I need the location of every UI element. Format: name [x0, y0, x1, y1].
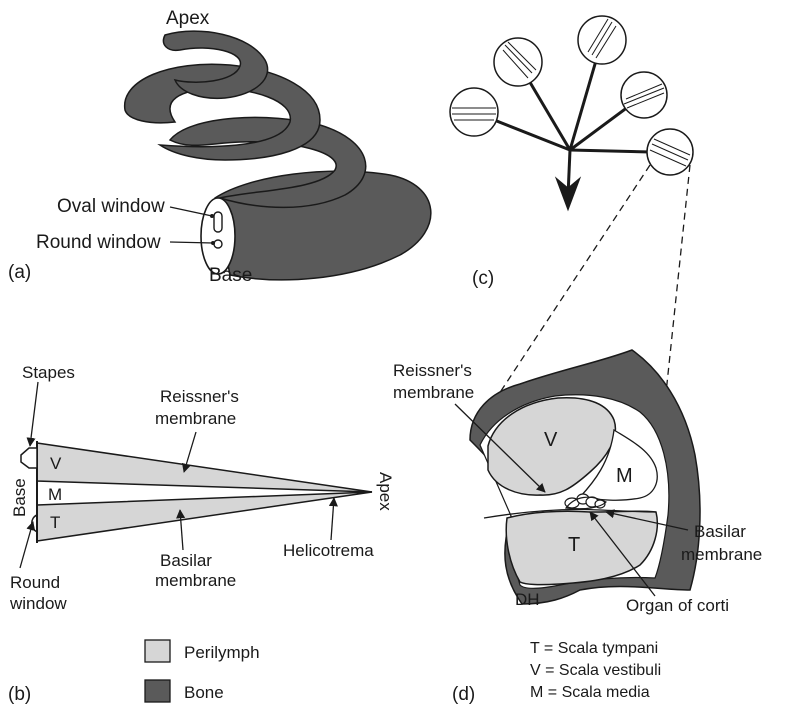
panel-a-oval-window-label: Oval window — [57, 196, 165, 217]
panel-b-basilar-line1: Basilar — [160, 551, 212, 570]
panel-d-t-label: T — [568, 534, 580, 556]
legend-perilymph-swatch — [145, 640, 170, 662]
panel-b-round-line1: Round — [10, 573, 60, 592]
legend-perilymph-label: Perilymph — [184, 643, 260, 662]
panel-b-reissners-line1: Reissner's — [160, 387, 239, 406]
hair-cell-5 — [647, 129, 693, 175]
panel-b-reissners-line2: membrane — [155, 409, 236, 428]
hair-cell-2 — [578, 16, 626, 64]
panel-a-round-window-label: Round window — [36, 232, 161, 253]
projection-dash-right — [664, 165, 690, 412]
panel-b-round-line2: window — [9, 594, 67, 613]
legend-bone-label: Bone — [184, 683, 224, 702]
panel-b-panel-label: (b) — [8, 684, 31, 705]
panel-d-m-label: M — [616, 465, 633, 487]
round-window-circle — [214, 240, 222, 248]
panel-b-helicotrema-label: Helicotrema — [283, 541, 374, 560]
panel-b-m-label: M — [48, 485, 62, 504]
panel-d-dh-label: DH — [515, 590, 540, 609]
round-window-leader-b — [20, 522, 33, 568]
stapes-leader — [30, 382, 38, 446]
round-window-leader-dot — [211, 241, 215, 245]
scala-tympani-wedge — [37, 492, 372, 541]
panel-d-reissners-line1: Reissner's — [393, 361, 472, 380]
panel-b-t-label: T — [50, 513, 60, 532]
fan-stem-5 — [570, 150, 650, 152]
panel-d-basilar-line2: membrane — [681, 545, 762, 564]
legend-bone-swatch — [145, 680, 170, 702]
panel-d-basilar-line1: Basilar — [694, 522, 746, 541]
panel-a-spiral — [125, 31, 431, 280]
panel-d-v-label: V — [544, 429, 558, 451]
spiral-middle-turn — [170, 117, 366, 207]
key-v: V = Scala vestibuli — [530, 662, 661, 679]
helicotrema-leader — [331, 498, 334, 540]
hair-cell-4 — [450, 88, 498, 136]
key-m: M = Scala media — [530, 684, 650, 701]
panel-d-reissners-line2: membrane — [393, 383, 474, 402]
panel-b-basilar-line2: membrane — [155, 571, 236, 590]
key-t: T = Scala tympani — [530, 640, 658, 657]
base-end-cap — [201, 198, 235, 274]
panel-a-apex-label: Apex — [166, 8, 210, 29]
panel-d-corti-label: Organ of corti — [626, 596, 729, 615]
panel-a-base-label: Base — [209, 265, 252, 286]
hair-cell-3 — [621, 72, 667, 118]
panel-b-base-label: Base — [10, 478, 29, 517]
oval-window-leader-dot — [210, 214, 214, 218]
panel-b-apex-label: Apex — [376, 472, 395, 511]
hair-cell-1 — [494, 38, 542, 86]
panel-b-stapes-label: Stapes — [22, 363, 75, 382]
scala-vestibuli-wedge — [37, 443, 372, 492]
panel-c-panel-label: (c) — [472, 268, 494, 289]
stapes-piston — [21, 448, 37, 468]
panel-b-v-label: V — [50, 454, 62, 473]
oval-window-slot — [214, 212, 222, 232]
panel-a-panel-label: (a) — [8, 262, 31, 283]
panel-d-cross-section — [455, 350, 700, 604]
panel-d-panel-label: (d) — [452, 684, 475, 705]
